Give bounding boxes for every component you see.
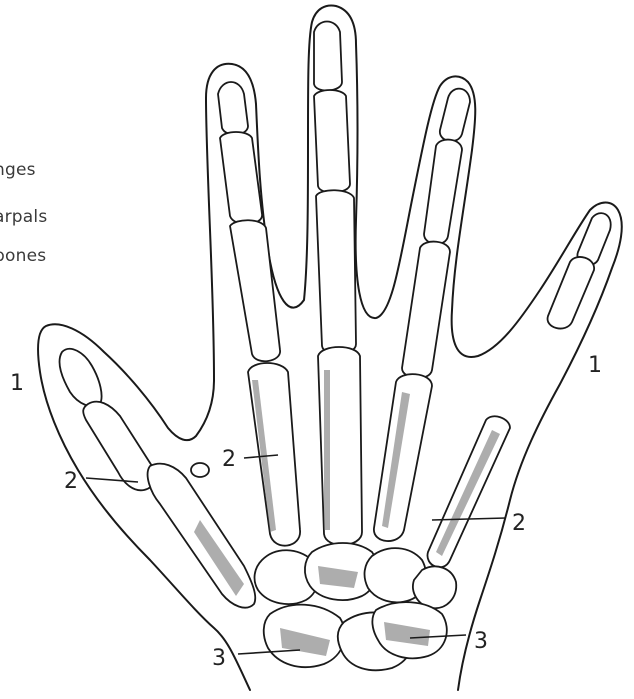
label-metacarpals-index: 2 — [222, 447, 236, 472]
label-carpals-left: 3 — [212, 646, 226, 671]
label-phalanges-right: 1 — [588, 353, 602, 378]
label-metacarpals-thumb: 2 — [64, 469, 78, 494]
label-phalanges-left: 1 — [10, 371, 24, 396]
label-carpals-right: 3 — [474, 629, 488, 654]
label-metacarpals-ring: 2 — [512, 511, 526, 536]
ring-finger-bones — [374, 89, 470, 541]
middle-finger-bones — [314, 22, 362, 546]
